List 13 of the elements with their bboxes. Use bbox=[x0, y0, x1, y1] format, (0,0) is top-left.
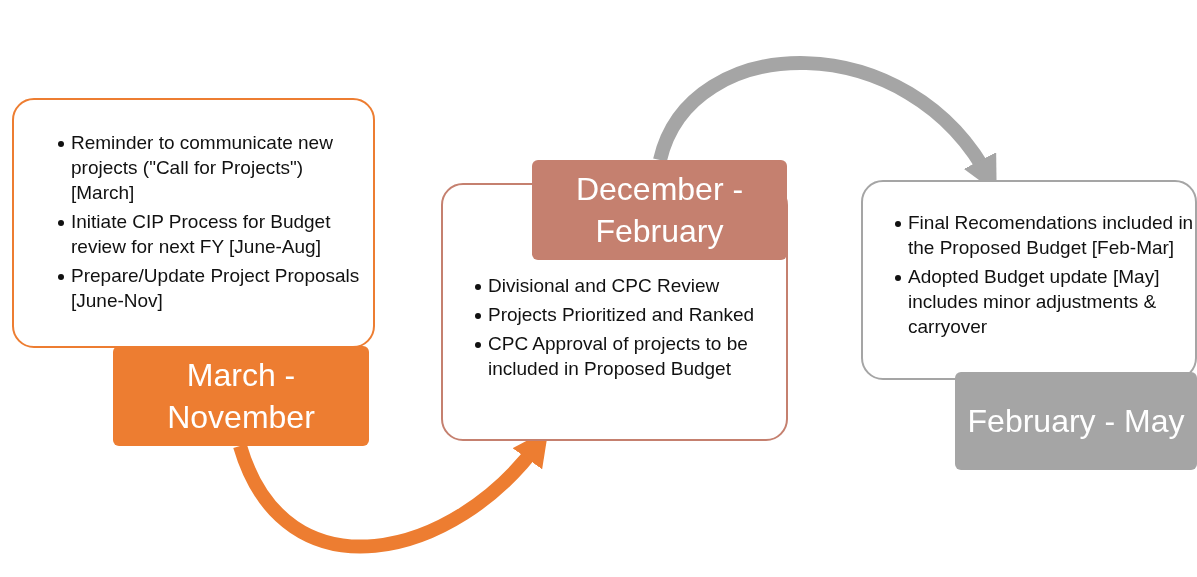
stage-card bbox=[12, 98, 375, 348]
period-label: December - February bbox=[532, 160, 787, 260]
bullet-item: Projects Prioritized and Ranked bbox=[475, 302, 788, 327]
bullet-item: Final Recomendations included in the Proposed Budget [Feb-Mar] bbox=[895, 210, 1197, 260]
bullet-item: Prepare/Update Project Proposals [June-Nov] bbox=[58, 263, 371, 313]
stage-card bbox=[861, 180, 1197, 380]
period-label: March - November bbox=[113, 346, 369, 446]
period-label: February - May bbox=[955, 372, 1197, 470]
bullet-item: Reminder to communicate new projects ("Call for Projects") [March] bbox=[58, 130, 371, 205]
bullet-item: Divisional and CPC Review bbox=[475, 273, 788, 298]
bullet-item: Initiate CIP Process for Budget review for next FY [June-Aug] bbox=[58, 209, 371, 259]
bullet-item: CPC Approval of projects to be included in Proposed Budget bbox=[475, 331, 788, 381]
bullet-item: Adopted Budget update [May] includes minor adjustments & carryover bbox=[895, 264, 1197, 339]
